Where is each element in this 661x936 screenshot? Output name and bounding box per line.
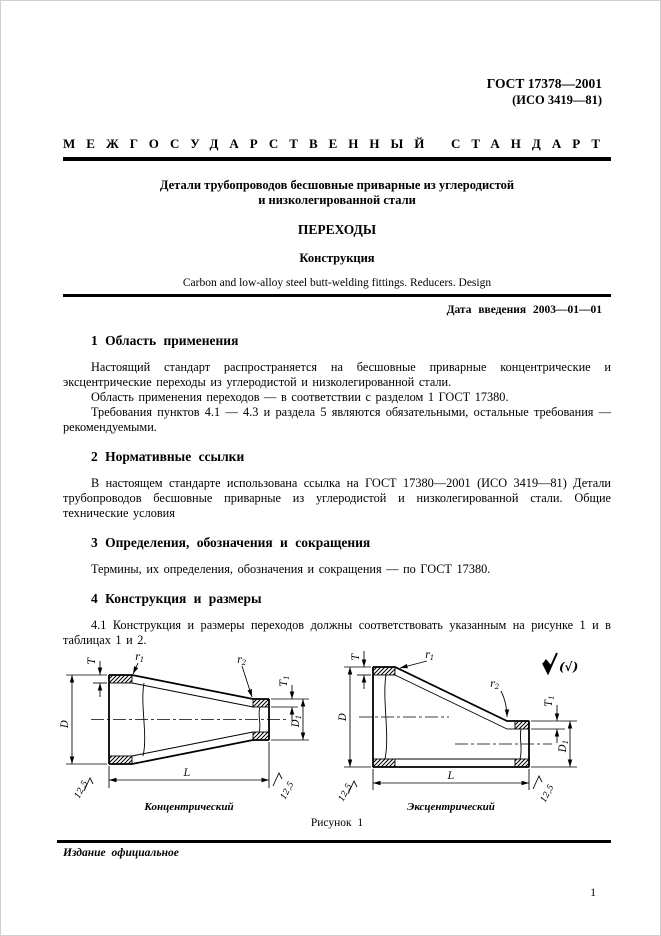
dim-label-T1: T1 [544, 695, 556, 706]
dim-label-T: T [351, 652, 362, 660]
edition-note: Издание официальное [63, 847, 179, 859]
title-en: Carbon and low-alloy steel butt-welding … [182, 277, 492, 289]
surface-finish-symbol: (√) [542, 652, 578, 676]
title-block: Детали трубопроводов бесшовные приварные… [63, 178, 611, 289]
header-rule [63, 294, 611, 297]
paragraph: Настоящий стандарт распространяется на б… [63, 360, 611, 389]
section-4-heading: 4 Конструкция и размеры [91, 591, 262, 606]
eccentric-reducer-drawing: D T r1 r2 T1 D1 L [337, 650, 578, 813]
dim-label-r2: r2 [237, 655, 247, 667]
dim-label-L: L [447, 771, 455, 782]
dim-label-T1: T1 [279, 675, 291, 686]
dim-label-r1: r1 [425, 650, 434, 662]
doc-subject: ПЕРЕХОДЫ [297, 222, 377, 237]
section-3-heading: 3 Определения, обозначения и сокращения [91, 535, 371, 550]
figure-caption: Рисунок 1 [310, 817, 364, 829]
pipe-outline [359, 666, 552, 768]
roughness-mark: 12,5 [539, 783, 557, 804]
title-ru-line2: и низколегированной стали [258, 193, 416, 207]
dim-label-D: D [338, 713, 349, 722]
dim-label-T: T [87, 656, 98, 664]
section-1-heading: 1 Область применения [91, 333, 239, 348]
doc-aspect: Конструкция [299, 251, 375, 265]
paragraph: В настоящем стандарте использована ссылк… [63, 476, 611, 520]
paragraph: Термины, их определения, обозначения и с… [91, 562, 491, 576]
document-body: 1 Область применения Настоящий стандарт … [63, 333, 611, 648]
dim-label-D1: D1 [291, 715, 303, 729]
concentric-reducer-drawing: D T r1 r2 T1 D1 L [60, 652, 309, 813]
paragraph: Область применения переходов — в соответ… [91, 390, 509, 404]
dimensions: D T r1 r2 T1 D1 L [60, 652, 309, 801]
title-ru: Детали трубопроводов бесшовные приварные… [63, 178, 611, 208]
page-number: 1 [590, 887, 596, 899]
standard-kind-word1: МЕЖГОСУДАРСТВЕННЫЙ [63, 136, 436, 151]
dim-label-D: D [60, 720, 71, 729]
concentric-caption: Концентрический [143, 801, 233, 813]
title-ru-line1: Детали трубопроводов бесшовные приварные… [159, 178, 515, 192]
paragraph: Требования пунктов 4.1 — 4.3 и раздела 5… [63, 405, 611, 434]
footer-rule [57, 840, 611, 843]
figure-1: D T r1 r2 T1 D1 L [57, 647, 613, 817]
standard-codes: ГОСТ 17378—2001 (ИСО 3419—81) [487, 75, 602, 109]
standard-kind-word2: СТАНДАРТ [450, 136, 611, 151]
gost-code: ГОСТ 17378—2001 [486, 76, 602, 91]
surface-note: (√) [559, 660, 578, 674]
dim-label-r1: r1 [135, 652, 144, 664]
dim-label-L: L [183, 768, 191, 779]
iso-code: (ИСО 3419—81) [512, 93, 602, 107]
section-2-heading: 2 Нормативные ссылки [91, 449, 245, 464]
standard-kind-line: МЕЖГОСУДАРСТВЕННЫЙ СТАНДАРТ [63, 136, 611, 161]
roughness-mark: 12,5 [279, 780, 297, 801]
pipe-outline [91, 674, 289, 765]
effective-date: Дата введения 2003—01—01 [446, 304, 602, 316]
dim-label-D1: D1 [558, 740, 570, 754]
eccentric-caption: Эксцентрический [407, 801, 495, 813]
paragraph: 4.1 Конструкция и размеры переходов долж… [63, 618, 611, 647]
dim-label-r2: r2 [490, 679, 500, 691]
